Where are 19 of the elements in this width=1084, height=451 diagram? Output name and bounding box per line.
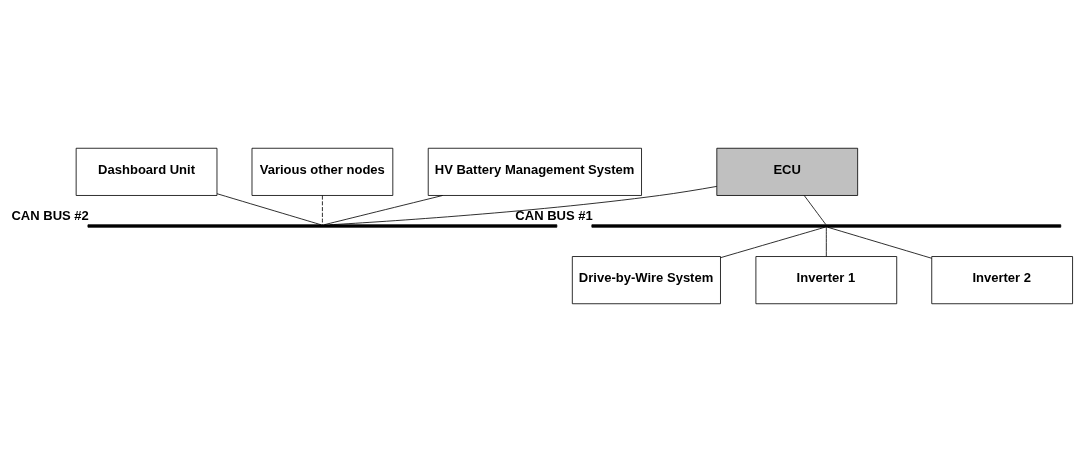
node-bar xyxy=(591,223,1062,228)
node-bar xyxy=(87,223,558,228)
connector xyxy=(803,194,827,225)
node-box: ECU xyxy=(716,147,859,196)
connector xyxy=(323,194,443,225)
node-box: Dashboard Unit xyxy=(75,147,218,196)
node-box: Drive-by-Wire System xyxy=(571,255,721,304)
connector xyxy=(825,226,827,257)
connector xyxy=(720,226,826,258)
node-label: CAN BUS #1 xyxy=(515,207,593,223)
node-label: CAN BUS #2 xyxy=(11,207,89,223)
node-box: HV Battery Management System xyxy=(427,147,642,196)
connector xyxy=(827,226,932,259)
connector xyxy=(322,194,323,225)
connector xyxy=(216,192,322,225)
node-box: Inverter 1 xyxy=(755,255,898,304)
node-box: Inverter 2 xyxy=(931,255,1073,304)
connector xyxy=(329,185,718,225)
node-box: Various other nodes xyxy=(251,147,394,196)
